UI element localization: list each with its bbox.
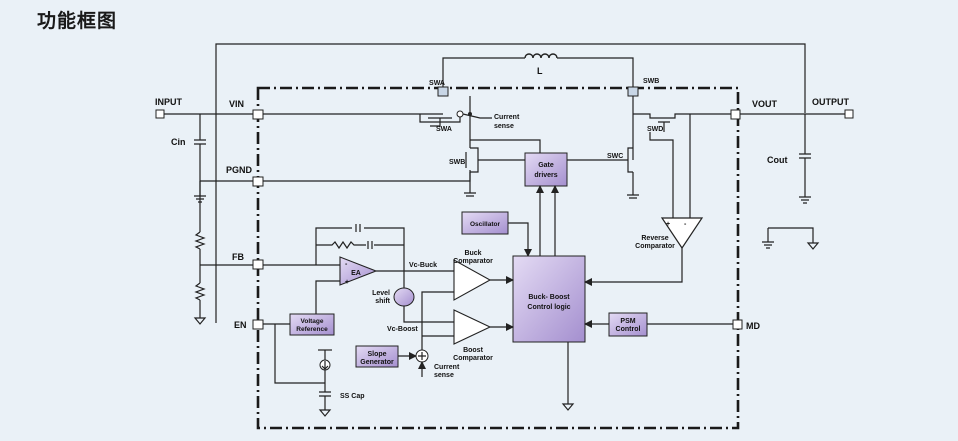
control-logic-block [512, 255, 586, 343]
label-swa-top: SWA [429, 80, 445, 87]
psm-control-line1: PSM [620, 318, 635, 325]
label-swb-top: SWB [643, 78, 659, 85]
logic-ground [561, 342, 575, 411]
gate-drivers-line2: drivers [534, 172, 557, 179]
label-ss-cap: SS Cap [340, 393, 365, 400]
page-title: 功能框图 [37, 10, 118, 32]
swa-gate-wire [470, 139, 541, 155]
top-bypass-wire [215, 43, 806, 323]
slope-generator-line1: Slope [367, 351, 386, 358]
label-vc-buck: Vc-Buck [409, 262, 437, 269]
label-md: MD [746, 321, 760, 331]
boost-comparator-line2: Comparator [453, 355, 493, 362]
psm-control-line2: Control [616, 326, 641, 333]
boost-comparator [453, 309, 492, 345]
label-vc-boost: Vc-Boost [387, 326, 418, 333]
buck-comparator-line1: Buck [464, 250, 481, 257]
boost-comparator-line1: Boost [463, 347, 484, 354]
reverse-comparator-line2: Comparator [635, 243, 675, 250]
label-l: L [537, 66, 543, 76]
divider-resistor-top [194, 231, 206, 250]
label-pgnd: PGND [226, 165, 253, 175]
label-swd: SWD [647, 126, 663, 133]
swa-transistor [419, 114, 461, 127]
reverse-comparator [660, 217, 704, 250]
cin-wire [194, 114, 206, 196]
control-logic-line1: Buck- Boost [528, 294, 570, 301]
voltage-reference-line1: Voltage [301, 318, 324, 325]
swc-ground [627, 172, 639, 199]
chip-boundary [256, 86, 740, 430]
reverse-comp-plus: + [666, 221, 670, 228]
inductor-wire-left [442, 57, 525, 92]
en-to-sscap [274, 324, 325, 384]
gate-drivers-line1: Gate [538, 162, 554, 169]
label-cout: Cout [767, 155, 788, 165]
reverse-comp-in-plus [649, 132, 674, 218]
divider-ground [193, 300, 207, 325]
level-shift-line1: Level [372, 290, 390, 297]
external-ground-symbol [762, 227, 820, 250]
buck-comparator-line2: Comparator [453, 258, 493, 265]
divider-resistor-bottom [194, 282, 206, 301]
swc-transistor [567, 147, 633, 173]
summing-plus [418, 352, 426, 360]
cout-wire [799, 114, 811, 197]
label-current-sense-2b: sense [434, 372, 454, 379]
compensation-network [315, 224, 405, 271]
label-current-sense-2a: Current [434, 364, 460, 371]
vin-pin [252, 109, 264, 120]
vref-to-ea [315, 280, 340, 314]
label-input: INPUT [155, 97, 183, 107]
label-current-sense-1a: Current [494, 114, 520, 121]
buck-comparator [453, 259, 492, 301]
label-cin: Cin [171, 137, 186, 147]
label-current-sense-1b: sense [494, 123, 514, 130]
oscillator-wire [508, 222, 532, 257]
error-amplifier [339, 256, 378, 286]
label-swc: SWC [607, 153, 623, 160]
output-pin [844, 109, 854, 119]
label-vout: VOUT [752, 99, 778, 109]
swa-node [437, 86, 449, 97]
label-en: EN [234, 320, 247, 330]
cout-ground [799, 196, 811, 204]
voltage-reference-block [289, 313, 335, 336]
ea-label: EA [351, 270, 361, 277]
reverse-comparator-line1: Reverse [641, 235, 668, 242]
gate-drivers-block [524, 152, 568, 187]
label-swb-transistor: SWB [449, 159, 465, 166]
control-logic-line2: Control logic [527, 304, 570, 311]
sw-junction [468, 112, 472, 116]
label-output: OUTPUT [812, 97, 850, 107]
md-pin [732, 319, 743, 330]
label-swa-transistor: SWA [436, 126, 452, 133]
pgnd-pin [252, 176, 264, 187]
label-fb: FB [232, 252, 244, 262]
oscillator-label: Oscillator [470, 221, 500, 228]
voltage-reference-line2: Reference [296, 326, 328, 333]
swd-transistor [633, 113, 735, 132]
softstart-arrow [321, 361, 329, 370]
inductor-wire-right [557, 57, 634, 92]
label-vin: VIN [229, 99, 244, 109]
level-shift-wires [403, 271, 454, 323]
reverse-comp-out [584, 248, 683, 286]
reverse-comp-minus: - [684, 221, 687, 228]
level-shift-line2: shift [375, 298, 390, 305]
slope-generator-line2: Generator [360, 359, 394, 366]
ss-cap-symbol [318, 370, 332, 417]
swb-ground [464, 172, 476, 197]
ea-plus: + [345, 279, 349, 286]
fb-pin [252, 259, 264, 270]
ea-minus: - [345, 261, 348, 268]
buck-comp-ramp-in [421, 291, 454, 355]
swb-transistor [465, 147, 525, 173]
inductor-symbol [524, 53, 558, 59]
